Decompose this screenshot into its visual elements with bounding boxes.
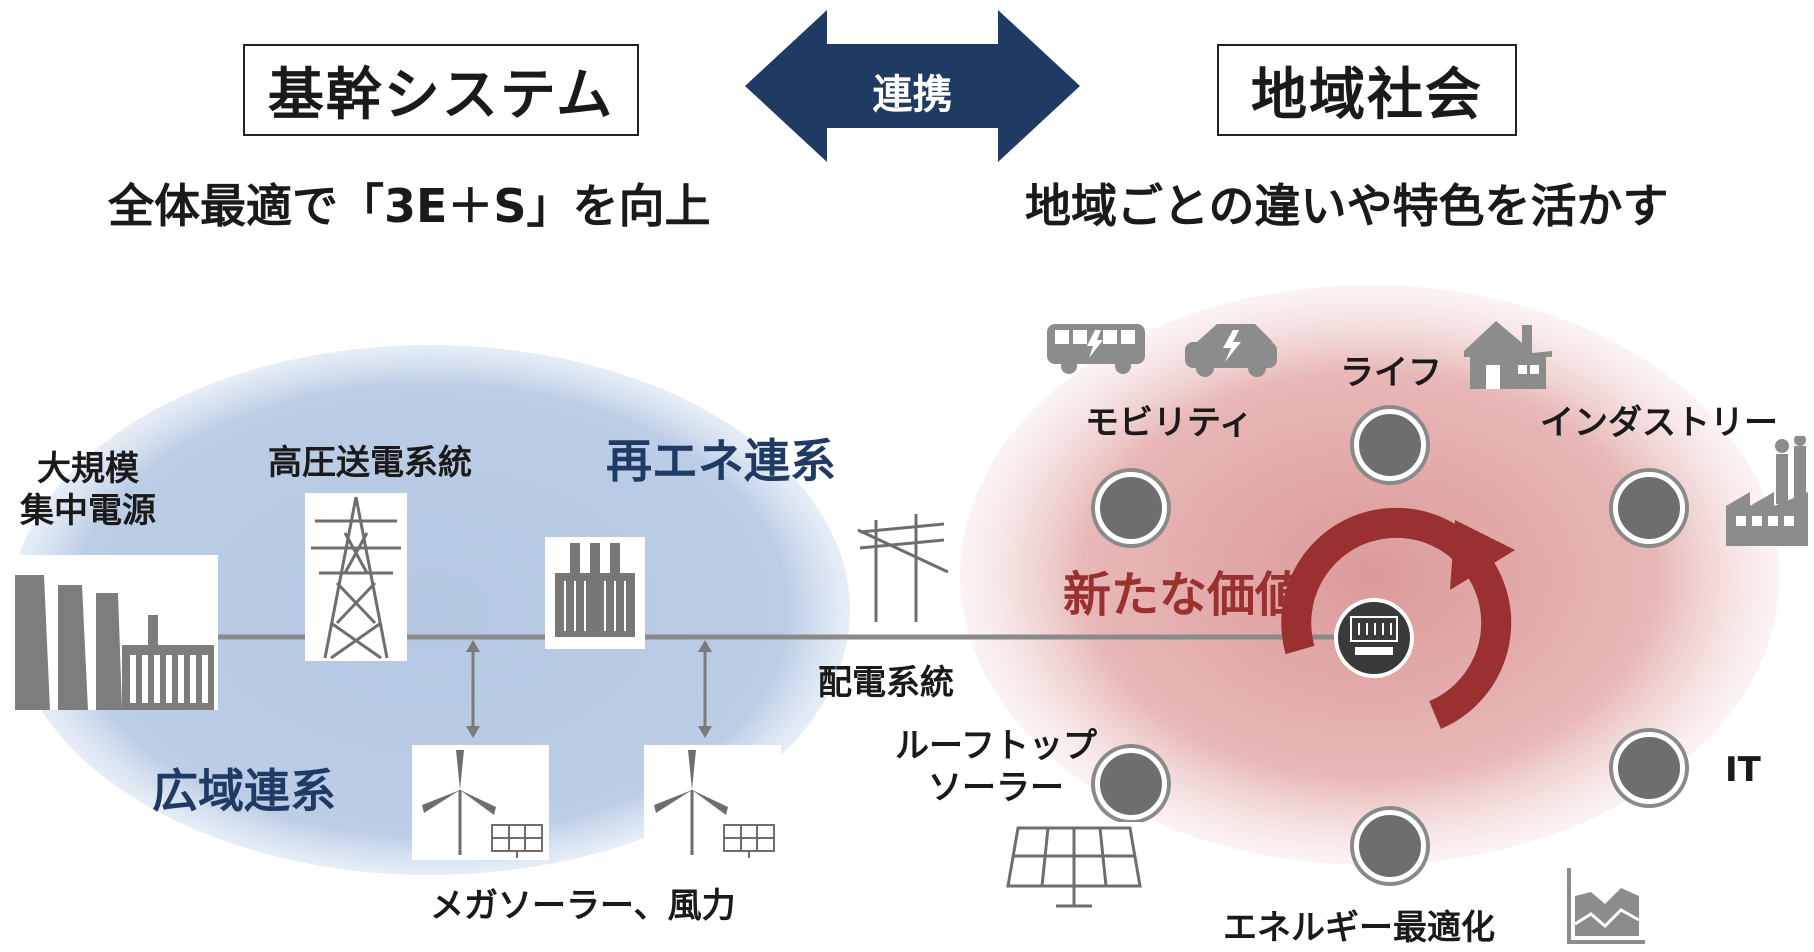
mega-solar-label: メガソーラー、風力 — [430, 886, 736, 926]
connector-arrowhead-1a — [466, 640, 480, 652]
energy-opt-label: エネルギー最適化 — [1223, 908, 1495, 948]
new-value-text: 新たな価値 — [1063, 567, 1304, 623]
connector-arrowhead-2b — [698, 726, 712, 738]
factory-icon — [1726, 436, 1808, 546]
chart-optimization-icon — [1567, 868, 1645, 944]
it-label: IT — [1725, 750, 1761, 790]
house-icon — [1464, 321, 1552, 389]
right-title-box: 地域社会 — [1217, 44, 1517, 136]
right-title: 地域社会 — [1251, 62, 1483, 128]
right-subtitle: 地域ごとの違いや特色を活かす — [1025, 179, 1669, 233]
left-title-box: 基幹システム — [243, 44, 639, 136]
cycle-arrow — [1281, 507, 1515, 729]
mobility-label: モビリティ — [1085, 403, 1253, 443]
solar-panel-icon — [1006, 826, 1142, 908]
distribution-pole-card — [854, 510, 950, 625]
power-plant-icon — [15, 575, 214, 710]
industry-label: インダストリー — [1540, 403, 1778, 443]
connector-arrowhead-1b — [466, 726, 480, 738]
link-double-arrow — [745, 10, 1080, 162]
wind-solar-icon-1 — [422, 750, 543, 858]
utility-pole-icon — [857, 514, 949, 622]
mega-solar-card-2 — [644, 745, 781, 860]
large-plant-label: 大規模 集中電源 — [20, 449, 156, 531]
transformer-card — [545, 537, 645, 649]
transmission-tower-icon — [311, 496, 401, 660]
rooftop-solar-card — [1002, 822, 1142, 912]
renewable-label-text: 再エネ連系 — [606, 434, 836, 488]
node-energy-opt — [1354, 810, 1426, 882]
transformer-icon — [555, 543, 635, 637]
mega-solar-card-1 — [412, 745, 549, 860]
community-ellipse — [960, 285, 1780, 865]
bus-car-icon — [1047, 324, 1277, 377]
wind-solar-icon-2 — [654, 750, 775, 858]
wide-area-ellipse — [10, 345, 850, 875]
left-subtitle: 全体最適で「3E＋S」を向上 — [108, 179, 711, 233]
node-life — [1354, 409, 1426, 481]
distribution-label: 配電系統 — [818, 663, 954, 703]
node-rooftop-solar — [1095, 748, 1167, 820]
left-title: 基幹システム — [267, 62, 615, 128]
node-it — [1613, 732, 1685, 804]
transmission-label: 高圧送電系統 — [268, 443, 472, 483]
connector-arrowhead-2a — [698, 640, 712, 652]
node-mobility — [1095, 472, 1167, 544]
life-label: ライフ — [1340, 353, 1442, 393]
power-plant-card — [10, 555, 218, 710]
rooftop-solar-label: ルーフトップ ソーラー — [895, 726, 1097, 808]
renewable-label: 再エネ連系 — [606, 425, 836, 491]
smart-meter-icon — [1334, 598, 1414, 678]
node-industry — [1613, 472, 1685, 544]
link-label: 連携 — [872, 72, 953, 118]
wide-area-label-text: 広域連系 — [152, 764, 336, 818]
new-value-label: 新たな価値 — [1063, 555, 1303, 625]
wide-area-label: 広域連系 — [152, 755, 336, 821]
transmission-tower-card — [305, 493, 407, 661]
